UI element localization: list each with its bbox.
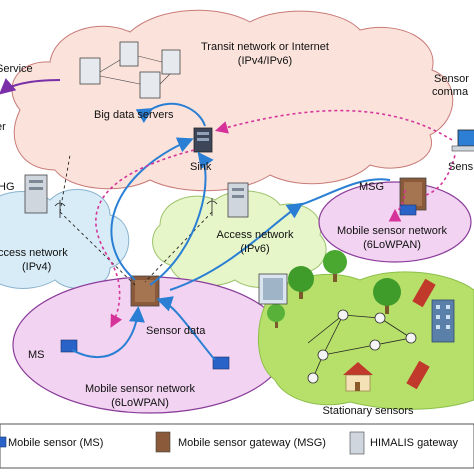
stationary-sensor-icon	[307, 309, 417, 384]
sink-server-icon	[193, 127, 213, 153]
msn-right-label: Mobile sensor network	[337, 225, 448, 237]
sensor-data-label: Sensor data	[146, 325, 206, 337]
building-icon	[431, 299, 455, 343]
himalis-gateway-icon	[24, 174, 48, 214]
sensor-command-sublabel: comma	[432, 86, 469, 98]
mobile-sensor-gateway-icon	[130, 275, 160, 307]
mobile-sensor-icon	[399, 204, 417, 216]
server-icon	[79, 41, 181, 99]
big-data-servers-label: Big data servers	[94, 109, 174, 121]
legend-himalis-gateway: HIMALIS gateway	[370, 437, 459, 449]
msn-left-label: Mobile sensor network	[85, 383, 196, 395]
tree-icon	[267, 304, 285, 328]
sensor-commander-label: Sens	[448, 161, 474, 173]
himalis-gateway-legend-icon	[349, 431, 365, 455]
ms-label: MS	[28, 349, 45, 361]
wireless-link	[59, 154, 213, 286]
mobile-sensor-gateway-icon	[258, 273, 288, 305]
stationary-sensors-label: Stationary sensors	[322, 405, 414, 417]
service-arrow	[0, 78, 61, 95]
msn-right-sublabel: (6LoWPAN)	[363, 239, 421, 251]
antenna-icon	[54, 200, 66, 218]
sensor-command-label: Sensor	[434, 73, 469, 85]
access-network-ipv4-cloud	[0, 188, 130, 290]
sink-label: Sink	[190, 161, 212, 173]
hg-label: HG	[0, 181, 15, 193]
legend-mobile-sensor: Mobile sensor (MS)	[8, 437, 103, 449]
transit-network-sublabel: (IPv4/IPv6)	[238, 55, 292, 67]
msn-left-sublabel: (6LoWPAN)	[111, 397, 169, 409]
access-ipv4-sublabel: (IPv4)	[22, 261, 51, 273]
mobile-sensor-icon	[212, 356, 230, 370]
mobile-sensor-network-right	[318, 181, 472, 263]
access-ipv6-label: Access network	[216, 229, 294, 241]
tree-icon	[373, 278, 401, 314]
mobile-sensor-gateway-icon	[399, 177, 427, 211]
command-flow-arrow	[95, 109, 456, 328]
transit-network-label: Transit network or Internet	[201, 41, 329, 53]
access-ipv6-sublabel: (IPv6)	[240, 243, 269, 255]
himalis-gateway-icon	[227, 182, 249, 218]
stationary-sensor-area	[257, 250, 474, 410]
house-icon	[343, 362, 373, 392]
antenna-icon	[206, 198, 218, 216]
left-fragment-label: er	[0, 121, 6, 133]
transit-network-cloud	[11, 9, 454, 192]
tree-icon	[288, 266, 314, 299]
legend-mobile-sensor-gateway: Mobile sensor gateway (MSG)	[178, 437, 326, 449]
mobile-sensor-icon	[60, 339, 78, 353]
mobile-sensor-gateway-legend-icon	[155, 431, 171, 453]
service-label: Service	[0, 63, 33, 75]
laptop-icon	[451, 129, 474, 152]
mobile-sensor-legend-icon	[0, 436, 7, 448]
msg-label: MSG	[359, 181, 384, 193]
sign-icon	[406, 278, 436, 390]
tree-icon	[323, 250, 347, 282]
data-flow-arrow	[71, 102, 391, 361]
access-ipv4-label: ccess network	[0, 247, 68, 259]
legend: Mobile sensor (MS) Mobile sensor gateway…	[0, 423, 474, 469]
